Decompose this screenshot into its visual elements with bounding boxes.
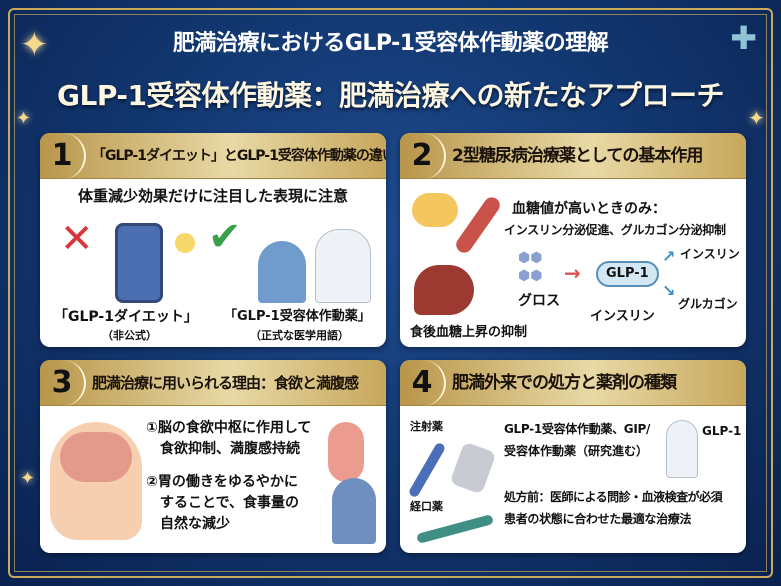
- smiley-icon: [175, 233, 195, 253]
- panel-title: 肥満外来での処方と薬剤の種類: [452, 372, 677, 393]
- panel-diabetes-action: 2 2型糖尿病治療薬としての基本作用 血糖値が高いときのみ： インスリン分泌促進、…: [400, 133, 746, 347]
- arrow-icon: →: [564, 261, 581, 285]
- glucose-molecules-icon: ⬢⬢⬢⬢: [518, 250, 543, 284]
- panel-glp1-diet-vs-drug: 1 「GLP-1ダイエット」とGLP-1受容体作動薬の違い 体重減少効果だけに注目…: [40, 133, 386, 347]
- inner-frame: [14, 14, 767, 572]
- check-icon: ✔: [208, 214, 242, 260]
- smartphone-illustration: [115, 223, 163, 303]
- glucagon-label: グルカゴン: [678, 297, 738, 311]
- point2-line2: することで、食事量の: [160, 495, 300, 511]
- page-title: GLP-1受容体作動薬：肥満治療への新たなアプローチ: [57, 79, 724, 112]
- sparkle-icon: ✦: [20, 25, 49, 65]
- panel-number: 4: [400, 360, 446, 406]
- action-text: インスリン分泌促進、グルカゴン分泌抑制: [504, 223, 726, 237]
- glp1-node: GLP-1: [596, 261, 659, 287]
- arrow-up-icon: ↗: [662, 247, 676, 266]
- pill-blister-icon: [449, 441, 497, 495]
- pancreas-illustration: [412, 193, 458, 227]
- panel-number: 2: [400, 133, 446, 179]
- muscle-illustration: [453, 194, 503, 256]
- drugs-line2: 受容体作動薬（研究進む）: [504, 444, 649, 458]
- oral-pen-icon: [416, 514, 494, 544]
- injection-pen-icon: [407, 441, 447, 499]
- panel-number: 1: [40, 133, 86, 179]
- stomach-illustration: [328, 422, 364, 482]
- arrow-down-icon: ↘: [662, 281, 676, 300]
- sparkle-icon: ✦: [748, 106, 765, 130]
- caption: 食後血糖上昇の抑制: [410, 325, 528, 340]
- gold-frame: [8, 8, 773, 578]
- panel-title: 「GLP-1ダイエット」とGLP-1受容体作動薬の違い: [92, 147, 386, 164]
- panel-prescription-types: 4 肥満外来での処方と薬剤の種類 注射薬 経口薬 GLP-1受容体作動薬、GIP/…: [400, 360, 746, 553]
- doctor-illustration: [315, 229, 371, 303]
- patient-illustration: [258, 241, 306, 303]
- drugs-line1: GLP-1受容体作動薬、GIP/: [504, 422, 651, 436]
- point1-line2: 食欲抑制、満腹感持続: [160, 441, 300, 457]
- drug-note: （正式な医学用語）: [250, 329, 349, 342]
- insulin-label: インスリン: [590, 309, 655, 324]
- doctor-illustration: [666, 420, 698, 478]
- doctor-glp1-label: GLP-1: [702, 424, 742, 438]
- point2-line1: ②胃の働きをゆるやかに: [146, 474, 298, 490]
- insulin-up-label: インスリン: [680, 247, 740, 261]
- diet-note: （非公式）: [102, 329, 157, 342]
- note-line1: 処方前：医師による問診・血液検査が必須: [504, 490, 723, 504]
- subtitle: 肥満治療におけるGLP-1受容体作動薬の理解: [172, 31, 609, 56]
- diet-label: 「GLP-1ダイエット」: [54, 309, 198, 325]
- point2-line3: 自然な減少: [160, 516, 230, 532]
- panel-title: 肥満治療に用いられる理由：食欲と満腹感: [92, 373, 359, 392]
- sparkle-icon: ✦: [16, 108, 32, 129]
- liver-illustration: [414, 265, 474, 315]
- person-illustration: [332, 478, 376, 544]
- condition-text: 血糖値が高いときのみ：: [512, 201, 666, 217]
- lead-text: 体重減少効果だけに注目した表現に注意: [77, 187, 348, 205]
- medical-cross-icon: ✚: [730, 19, 757, 57]
- drug-label: 「GLP-1受容体作動薬」: [224, 309, 371, 324]
- note-line2: 患者の状態に合わせた最適な治療法: [504, 512, 692, 526]
- glucose-label: グロス: [518, 293, 560, 309]
- cross-icon: ✕: [60, 216, 94, 262]
- brain-icon: [60, 432, 132, 482]
- point1-line1: ①脳の食欲中枢に作用して: [146, 420, 312, 436]
- panel-number: 3: [40, 360, 86, 406]
- injection-label: 注射薬: [410, 420, 443, 433]
- panel-appetite-satiety: 3 肥満治療に用いられる理由：食欲と満腹感 ①脳の食欲中枢に作用して 食欲抑制、満…: [40, 360, 386, 553]
- sparkle-icon: ✦: [20, 468, 36, 489]
- oral-label: 経口薬: [410, 500, 443, 513]
- panel-title: 2型糖尿病治療薬としての基本作用: [452, 145, 703, 166]
